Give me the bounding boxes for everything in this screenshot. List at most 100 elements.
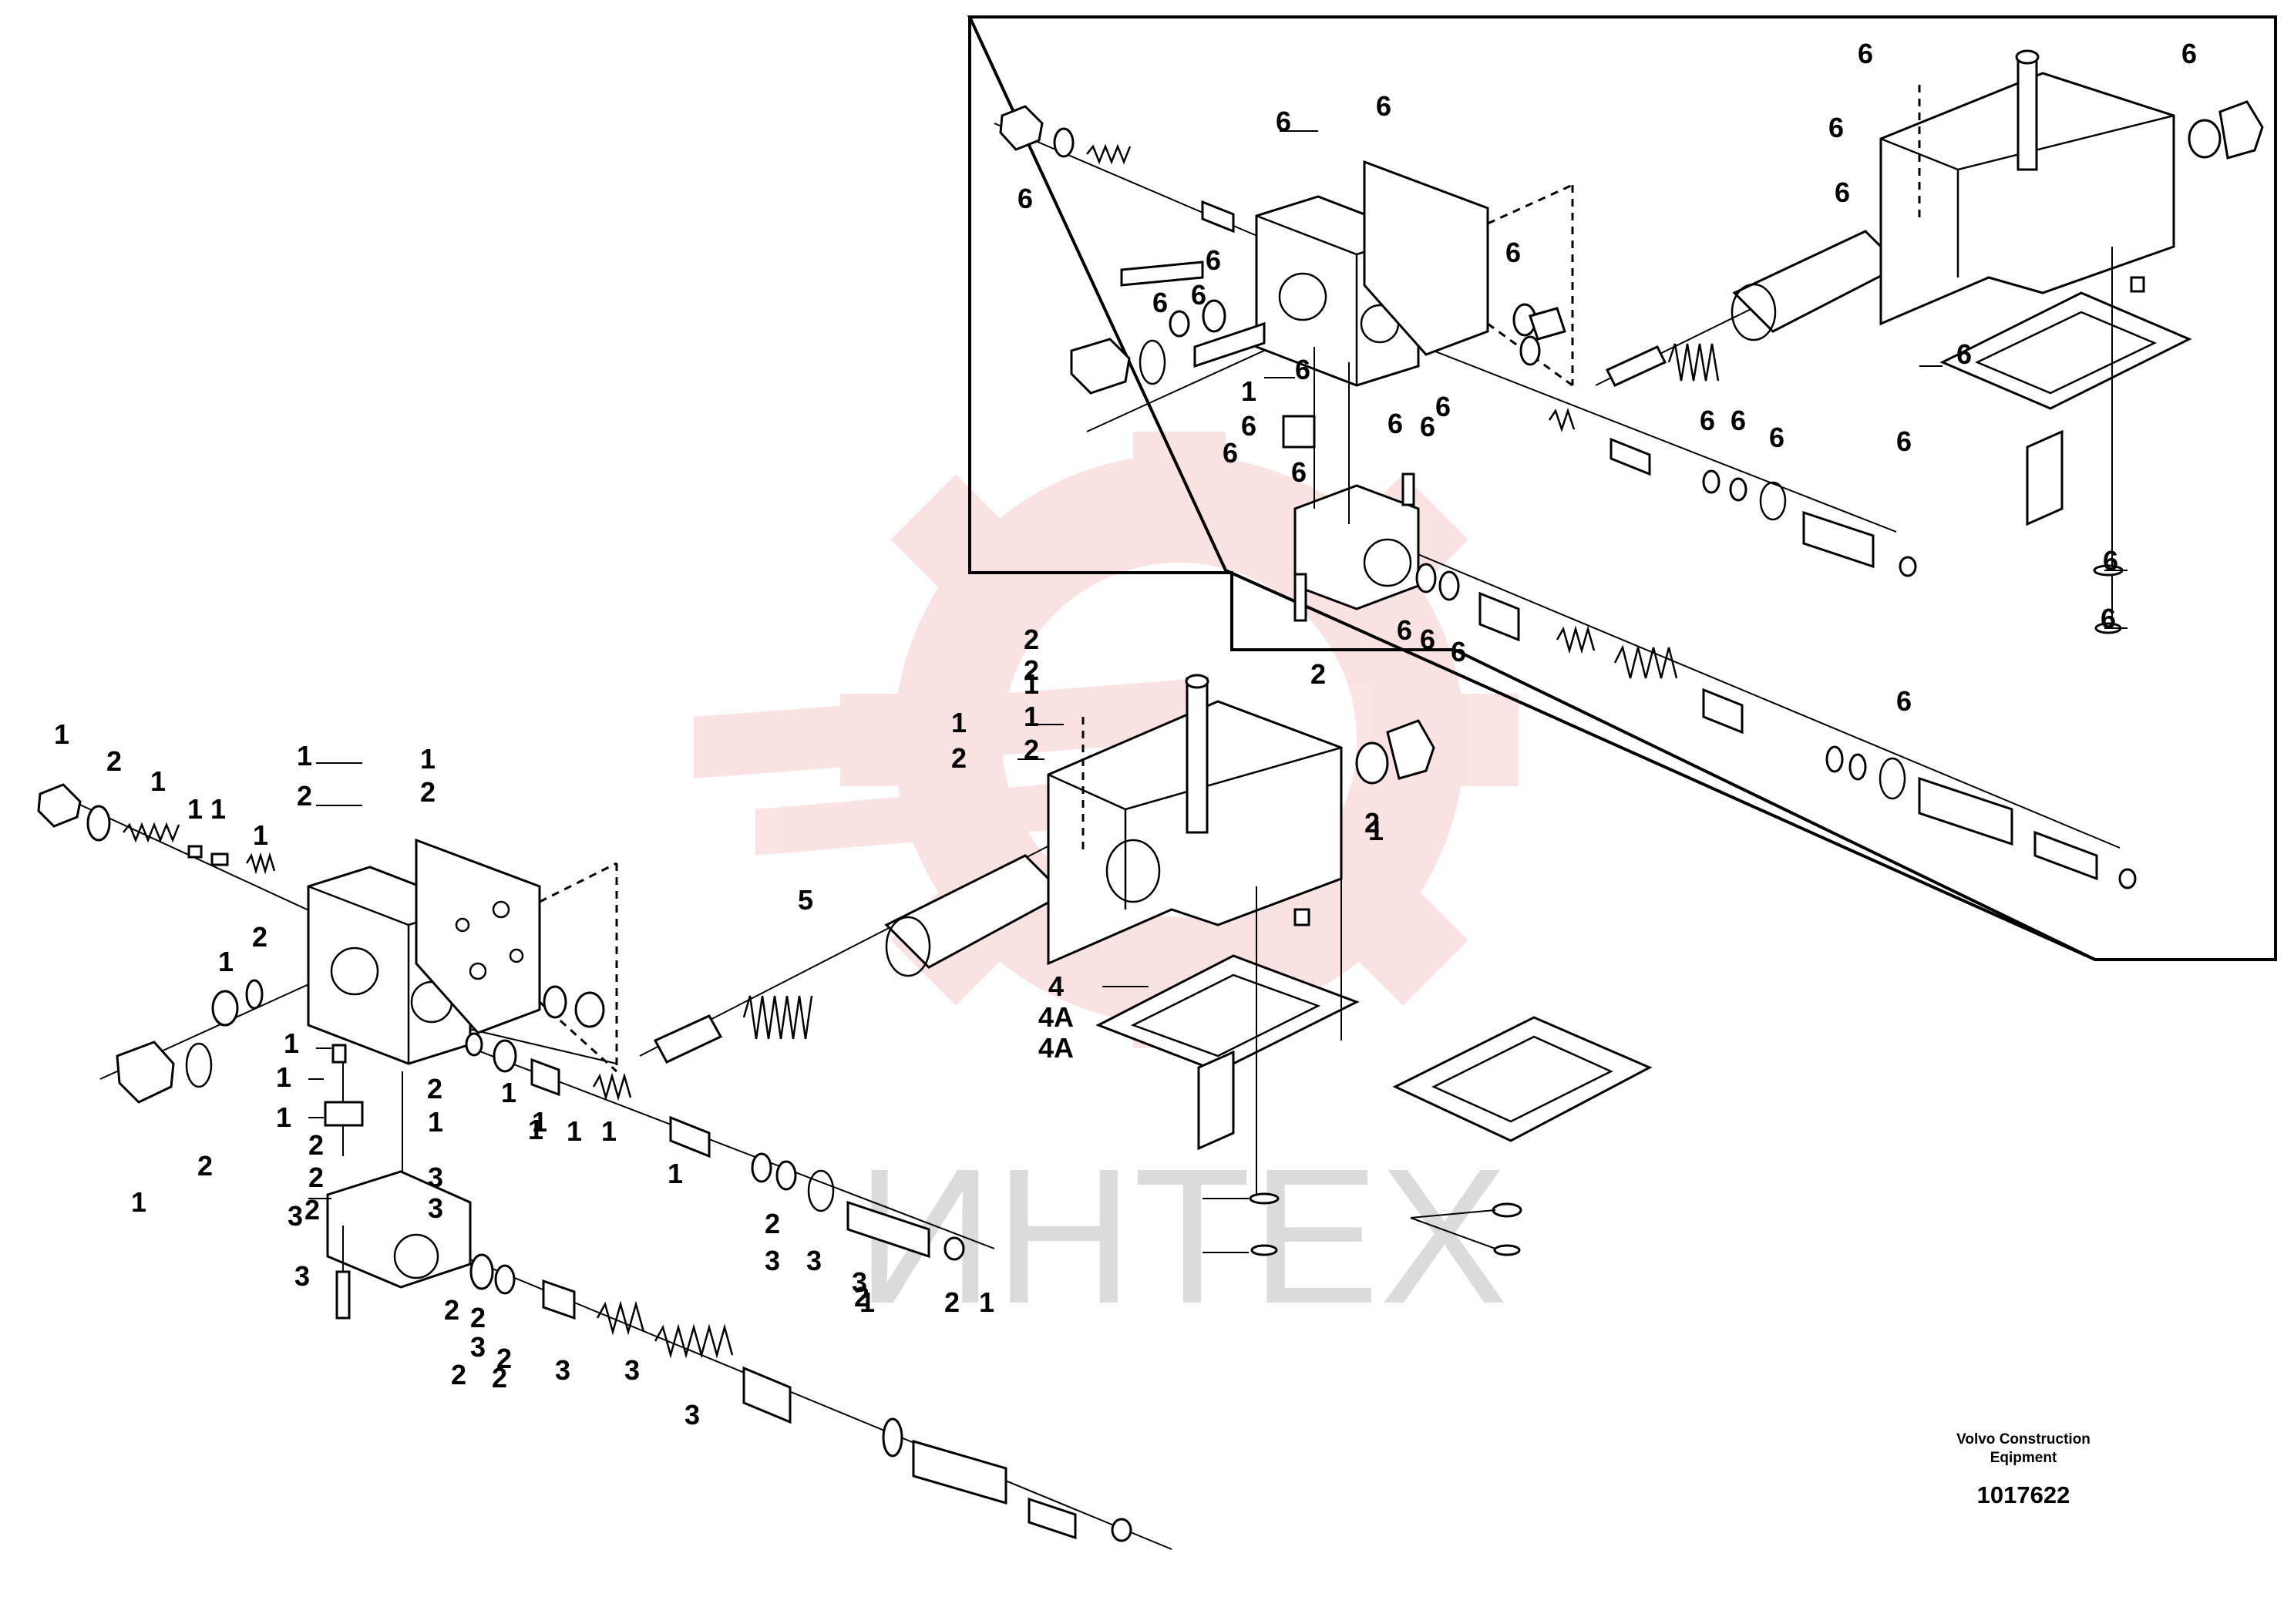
watermark-text: ИНТЕХ [856, 1128, 1508, 1343]
callout-label: 3 [294, 1260, 310, 1292]
callout-label: 1 [420, 743, 436, 775]
callout-label: 6 [1835, 177, 1850, 208]
callout-label: 1 [501, 1077, 516, 1108]
callout-label: 2 [444, 1294, 459, 1326]
callout-label: 2 [420, 776, 436, 808]
sleeve-part [2033, 830, 2098, 881]
bolt-part [2016, 52, 2038, 171]
callout-label: 1 [253, 819, 268, 851]
spool-part [1702, 688, 1744, 735]
spool-part [1605, 345, 1667, 387]
pin-part [210, 852, 229, 866]
callout-label: 6 [1376, 90, 1391, 122]
small-spring-part [123, 822, 180, 843]
gasket-part [1939, 291, 2192, 410]
callout-label: 1 [276, 1101, 291, 1133]
plug-part [37, 783, 82, 828]
callout-label: 1 [187, 793, 203, 825]
spool-part [669, 1115, 711, 1158]
callout-label: 2 [427, 1073, 442, 1105]
plug-part [2218, 100, 2264, 160]
callout-label: 2 [308, 1162, 324, 1193]
callout-label: 1 [668, 1158, 683, 1189]
callout-label: 2 [492, 1362, 507, 1394]
callout-label: 2 [106, 745, 122, 777]
callout-label: 6 [1018, 183, 1033, 214]
callout-label: 3 [555, 1354, 570, 1386]
callout-label: 1 [218, 946, 234, 977]
callout-label: 3 [288, 1200, 303, 1232]
callout-label: 4A [1038, 1001, 1074, 1033]
callout-label: 1 [276, 1061, 291, 1093]
callout-label: 6 [1731, 405, 1746, 436]
callout-label: 6 [1769, 422, 1784, 453]
spool-part [1610, 437, 1651, 476]
spring-part [1556, 625, 1596, 654]
callout-label: 2 [197, 1150, 213, 1182]
callout-label: 6 [1206, 244, 1221, 276]
callout-label: 6 [1241, 410, 1256, 442]
callout-label: 6 [1828, 112, 1844, 143]
spring-part [742, 995, 813, 1040]
callout-label: 6 [1505, 237, 1521, 268]
pin-part [187, 845, 203, 859]
callout-label: 1 [54, 718, 69, 750]
callout-label: 1 [1024, 701, 1039, 732]
cap-part [1282, 415, 1316, 449]
callout-label: 6 [1435, 391, 1451, 422]
callout-label: 1 [210, 793, 226, 825]
callout-label: 3 [852, 1266, 867, 1298]
callout-label: 1 [859, 1286, 875, 1318]
callout-label: 2 [304, 1194, 320, 1226]
spring-part [654, 1323, 734, 1359]
detail-frame [967, 15, 2277, 961]
plug-part [1070, 338, 1131, 395]
bolt-part [1186, 677, 1209, 834]
callout-label: 2 [297, 780, 312, 812]
callout-label: 6 [2181, 38, 2197, 69]
callout-label: 6 [1295, 354, 1310, 385]
callout-label: 1 [1368, 815, 1384, 846]
left-assembly [37, 783, 1172, 1550]
callout-label: 6 [1700, 405, 1715, 436]
sleeve-part [1478, 591, 1520, 642]
callout-label: 6 [1420, 624, 1435, 655]
spring-part [592, 1072, 632, 1101]
drawing-number: 1017622 [1977, 1481, 2070, 1508]
callout-label: 2 [854, 1281, 870, 1313]
leader-lines [308, 130, 2128, 1253]
callout-label: 6 [1896, 425, 1912, 457]
credit-line-1: Volvo Construction [1956, 1431, 2090, 1447]
sleeve-part [912, 1440, 1007, 1505]
callout-label: 6 [2101, 603, 2116, 634]
callout-label: 2 [951, 742, 967, 774]
callout-label: 6 [1896, 685, 1912, 717]
callout-label: 3 [428, 1162, 443, 1193]
valve-block [326, 1170, 472, 1289]
sleeve-part [1802, 510, 1875, 569]
callout-label: 2 [451, 1359, 466, 1390]
sleeve-part [1028, 1497, 1077, 1540]
insert-part [1197, 1050, 1235, 1151]
callout-label: 6 [1858, 38, 1873, 69]
center-assembly [639, 674, 1653, 1256]
callout-label: 6 [1388, 408, 1403, 439]
callout-label: 6 [1191, 279, 1206, 311]
housing-part [1879, 72, 2175, 326]
callout-label: 1 [1241, 375, 1256, 407]
callout-label: 2 [1310, 658, 1326, 690]
spring-part [596, 1300, 645, 1336]
plug-part [116, 1041, 175, 1104]
insert-part [2026, 429, 2064, 526]
spool-part [653, 1014, 723, 1064]
callout-label: 3 [806, 1245, 822, 1276]
cap-part [324, 1101, 364, 1127]
callout-label: 5 [798, 884, 813, 916]
callout-label: 1 [601, 1115, 617, 1147]
callout-label: 1 [979, 1286, 994, 1318]
plug-part [1529, 307, 1566, 341]
gasket-plate [415, 838, 541, 1034]
callout-label: 2 [470, 1302, 486, 1333]
